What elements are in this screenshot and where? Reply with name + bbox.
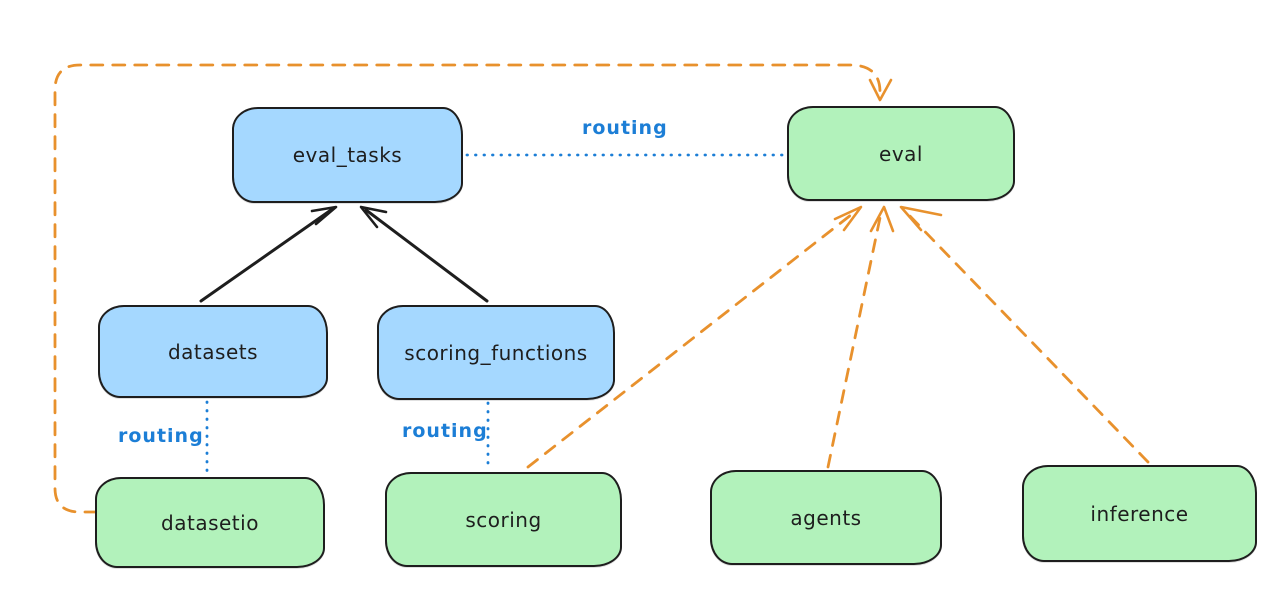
node-agents: agents bbox=[710, 470, 942, 565]
node-datasets-label: datasets bbox=[167, 339, 259, 364]
node-scoring-label: scoring bbox=[465, 507, 542, 532]
arrowhead-scoring-to-eval bbox=[833, 205, 863, 232]
node-datasetio-label: datasetio bbox=[161, 510, 259, 535]
node-eval-tasks: eval_tasks bbox=[232, 107, 463, 203]
arrowhead-agents-to-eval bbox=[869, 205, 895, 233]
node-inference-label: inference bbox=[1090, 501, 1189, 526]
arrowhead-datasets-to-eval-tasks bbox=[310, 205, 338, 226]
edge-scoring-to-eval bbox=[526, 209, 858, 469]
arrowhead-inference-to-eval bbox=[899, 205, 943, 232]
edge-scoring-functions-to-eval-tasks bbox=[364, 208, 489, 303]
node-datasetio: datasetio bbox=[95, 477, 325, 568]
node-scoring-functions-label: scoring_functions bbox=[404, 340, 588, 365]
node-eval-label: eval bbox=[879, 141, 923, 166]
node-datasets: datasets bbox=[98, 305, 328, 398]
edge-label-routing-datasets-datasetio: routing bbox=[118, 425, 204, 447]
node-scoring: scoring bbox=[385, 472, 622, 567]
node-eval-tasks-label: eval_tasks bbox=[292, 143, 403, 167]
node-eval: eval bbox=[787, 106, 1015, 201]
arrowhead-scoring-functions-to-eval-tasks bbox=[359, 205, 388, 229]
edge-agents-to-eval bbox=[826, 211, 883, 469]
edge-datasets-to-eval-tasks bbox=[199, 208, 333, 303]
edge-label-routing-scoring-functions-scoring: routing bbox=[402, 420, 488, 442]
edge-inference-to-eval bbox=[904, 210, 1150, 464]
edge-label-routing-eval-tasks-eval: routing bbox=[582, 117, 668, 139]
node-scoring-functions: scoring_functions bbox=[377, 305, 615, 400]
edge-datasetio-to-eval bbox=[53, 63, 882, 514]
arrowhead-datasetio-to-eval bbox=[868, 78, 893, 102]
node-inference: inference bbox=[1022, 465, 1257, 562]
node-agents-label: agents bbox=[790, 505, 862, 530]
